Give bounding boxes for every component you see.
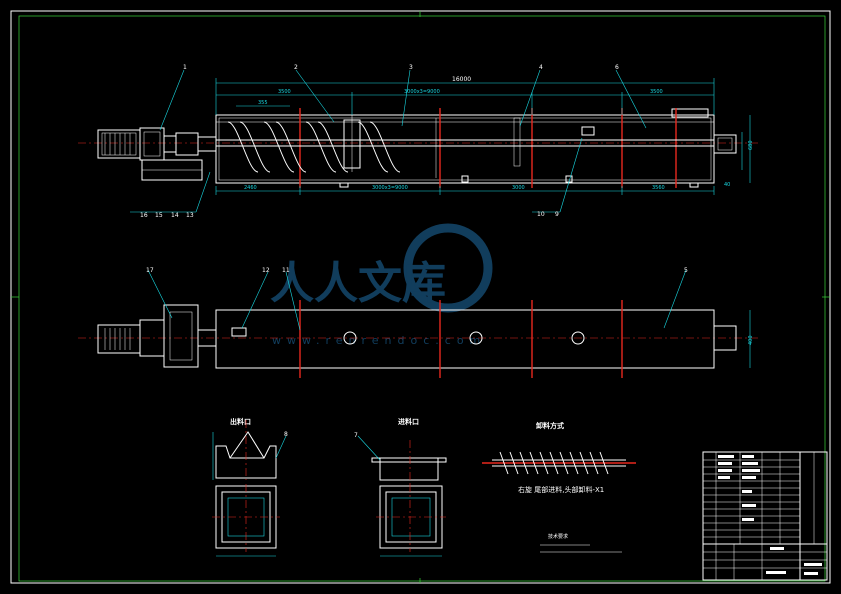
watermark: 人人文库 www.renrendoc.com: [270, 223, 493, 347]
plan-motor: [97, 324, 141, 354]
inlet-title: 进料口: [398, 417, 419, 426]
title-block: [702, 451, 828, 581]
discharge-method: 卸料方式 右旋 尾部进料,头部卸料-X1: [482, 421, 636, 494]
label-9: 9: [555, 211, 559, 218]
label-17: 17: [146, 267, 154, 274]
plan-view: 400 17 12 11 5: [78, 267, 760, 378]
end-bearing: [713, 134, 737, 154]
dim-bottom3: 3000: [512, 185, 525, 191]
label-13: 13: [186, 212, 194, 219]
label-8: 8: [284, 431, 288, 438]
label-14: 14: [171, 212, 179, 219]
label-12: 12: [262, 267, 270, 274]
dim-overall: 16000: [452, 76, 471, 83]
label-7: 7: [354, 432, 358, 439]
dim-bottom2: 3000x3=9000: [372, 185, 408, 191]
dim-bottom4: 3560: [652, 185, 665, 191]
label-15: 15: [155, 212, 163, 219]
inlet-detail: 进料口 7: [354, 417, 447, 557]
watermark-logo-icon: [403, 223, 493, 313]
coupling: [175, 132, 199, 156]
motor: [97, 129, 141, 159]
label-4: 4: [539, 64, 543, 71]
dim-bottom1: 2460: [244, 185, 257, 191]
label-3: 3: [409, 64, 413, 71]
svg-text:400: 400: [748, 335, 754, 345]
tech-notes: 技术要求: [540, 533, 622, 553]
dim-seg1: 3500: [278, 89, 291, 95]
discharge-note: 右旋 尾部进料,头部卸料-X1: [518, 485, 604, 494]
outlet-title: 出料口: [230, 417, 251, 426]
elevation-view: 16000 3500 3000x3=9000 3500 355 2460 300…: [78, 64, 760, 219]
reducer: [139, 127, 165, 161]
label-16: 16: [140, 212, 148, 219]
label-5: 5: [684, 267, 688, 274]
plan-reducer-frame: [163, 304, 199, 368]
outlet-detail: 出料口 8: [212, 417, 288, 557]
tech-notes-title: 技术要求: [548, 533, 568, 540]
trough-body: [215, 114, 715, 184]
label-1: 1: [183, 64, 187, 71]
dim-height: 680: [748, 140, 754, 150]
label-11: 11: [282, 267, 290, 274]
discharge-title: 卸料方式: [536, 421, 564, 430]
dim-end: 40: [724, 182, 730, 188]
watermark-text: 人人文库: [270, 258, 446, 309]
label-2: 2: [294, 64, 298, 71]
label-10: 10: [537, 211, 545, 218]
label-6: 6: [615, 64, 619, 71]
watermark-url: www.renrendoc.com: [272, 334, 486, 347]
dim-seg2: 3000x3=9000: [404, 89, 440, 95]
dim-seg3: 3500: [650, 89, 663, 95]
drawing-frame: [18, 15, 826, 582]
dim-pitch: 355: [258, 100, 268, 106]
